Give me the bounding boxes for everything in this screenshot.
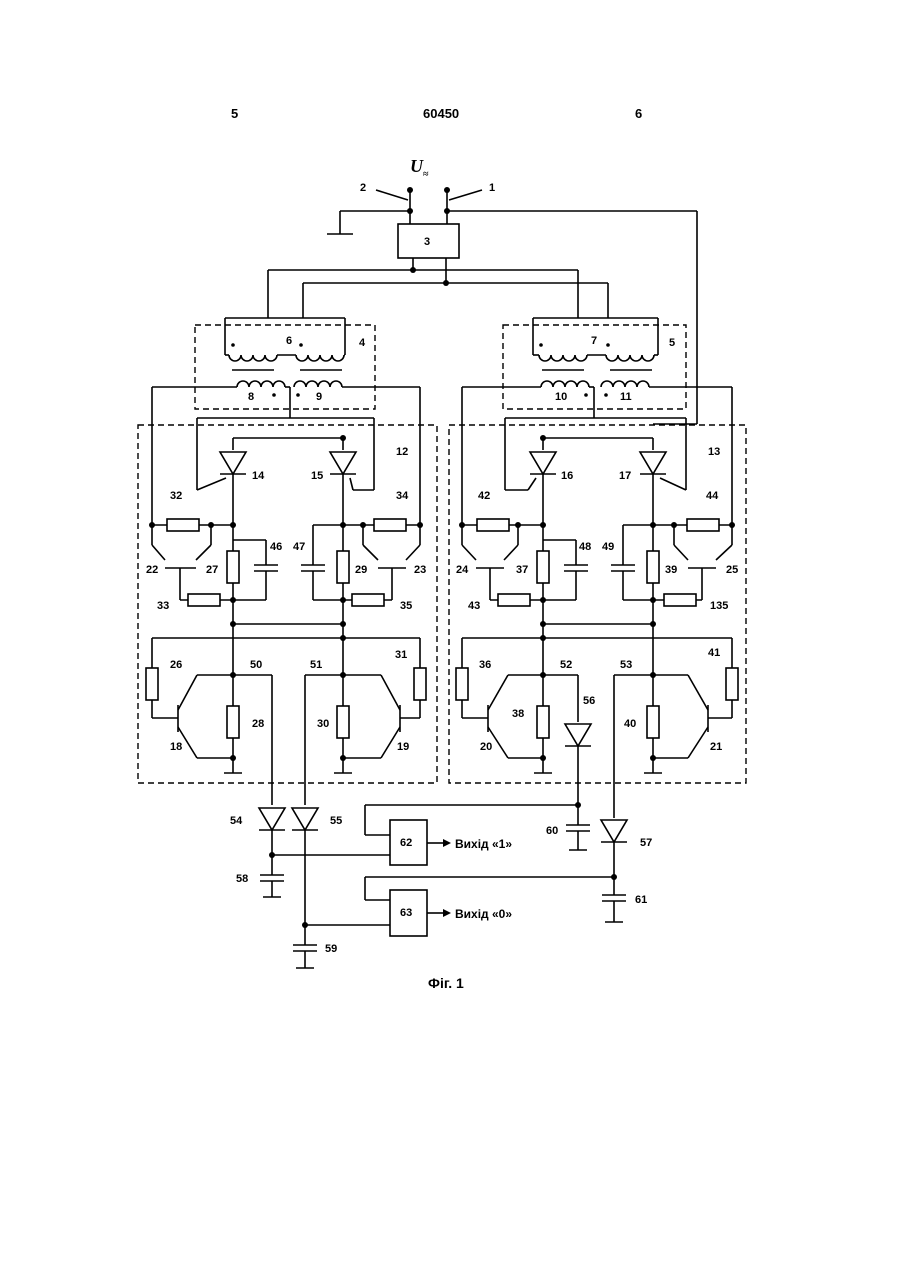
label-58: 58: [236, 873, 248, 885]
block-13: [449, 418, 746, 818]
label-28: 28: [252, 718, 264, 730]
label-12: 12: [396, 446, 408, 458]
label-19: 19: [397, 741, 409, 753]
label-135: 135: [710, 600, 728, 612]
label-7: 7: [591, 335, 597, 347]
input-section: [268, 187, 697, 424]
label-33: 33: [157, 600, 169, 612]
output-1-label: Вихід «1»: [455, 837, 512, 851]
label-18: 18: [170, 741, 182, 753]
label-17: 17: [619, 470, 631, 482]
label-20: 20: [480, 741, 492, 753]
label-55: 55: [330, 815, 342, 827]
label-46: 46: [270, 541, 282, 553]
label-60: 60: [546, 825, 558, 837]
label-40: 40: [624, 718, 636, 730]
label-16: 16: [561, 470, 573, 482]
label-49: 49: [602, 541, 614, 553]
label-56: 56: [583, 695, 595, 707]
input-voltage-subscript: ≈: [423, 169, 429, 180]
label-8: 8: [248, 391, 254, 403]
label-50: 50: [250, 659, 262, 671]
figure-caption: Фіг. 1: [428, 975, 464, 991]
label-14: 14: [252, 470, 265, 482]
label-27: 27: [206, 564, 218, 576]
label-26: 26: [170, 659, 182, 671]
label-1: 1: [489, 182, 495, 194]
label-13: 13: [708, 446, 720, 458]
label-36: 36: [479, 659, 491, 671]
label-39: 39: [665, 564, 677, 576]
label-54: 54: [230, 815, 243, 827]
label-53: 53: [620, 659, 632, 671]
label-6: 6: [286, 335, 292, 347]
label-61: 61: [635, 894, 647, 906]
label-10: 10: [555, 391, 567, 403]
label-62: 62: [400, 837, 412, 849]
label-57: 57: [640, 837, 652, 849]
block-12: [138, 418, 437, 805]
label-59: 59: [325, 943, 337, 955]
label-63: 63: [400, 907, 412, 919]
label-15: 15: [311, 470, 323, 482]
label-51: 51: [310, 659, 322, 671]
transformer-4: [152, 318, 420, 525]
label-9: 9: [316, 391, 322, 403]
label-22: 22: [146, 564, 158, 576]
label-41: 41: [708, 647, 720, 659]
label-24: 24: [456, 564, 469, 576]
label-5: 5: [669, 337, 675, 349]
label-38: 38: [512, 708, 524, 720]
label-23: 23: [414, 564, 426, 576]
input-voltage-symbol: U: [410, 156, 424, 176]
output-section: [259, 802, 627, 968]
label-34: 34: [396, 490, 409, 502]
label-31: 31: [395, 649, 407, 661]
transformer-5: [462, 318, 732, 525]
label-37: 37: [516, 564, 528, 576]
label-3: 3: [424, 236, 430, 248]
output-0-label: Вихід «0»: [455, 907, 512, 921]
label-42: 42: [478, 490, 490, 502]
label-52: 52: [560, 659, 572, 671]
label-32: 32: [170, 490, 182, 502]
label-2: 2: [360, 182, 366, 194]
label-35: 35: [400, 600, 412, 612]
label-4: 4: [359, 337, 366, 349]
label-21: 21: [710, 741, 722, 753]
label-47: 47: [293, 541, 305, 553]
label-44: 44: [706, 490, 719, 502]
label-25: 25: [726, 564, 738, 576]
label-48: 48: [579, 541, 591, 553]
label-11: 11: [620, 391, 632, 403]
label-29: 29: [355, 564, 367, 576]
label-30: 30: [317, 718, 329, 730]
label-43: 43: [468, 600, 480, 612]
